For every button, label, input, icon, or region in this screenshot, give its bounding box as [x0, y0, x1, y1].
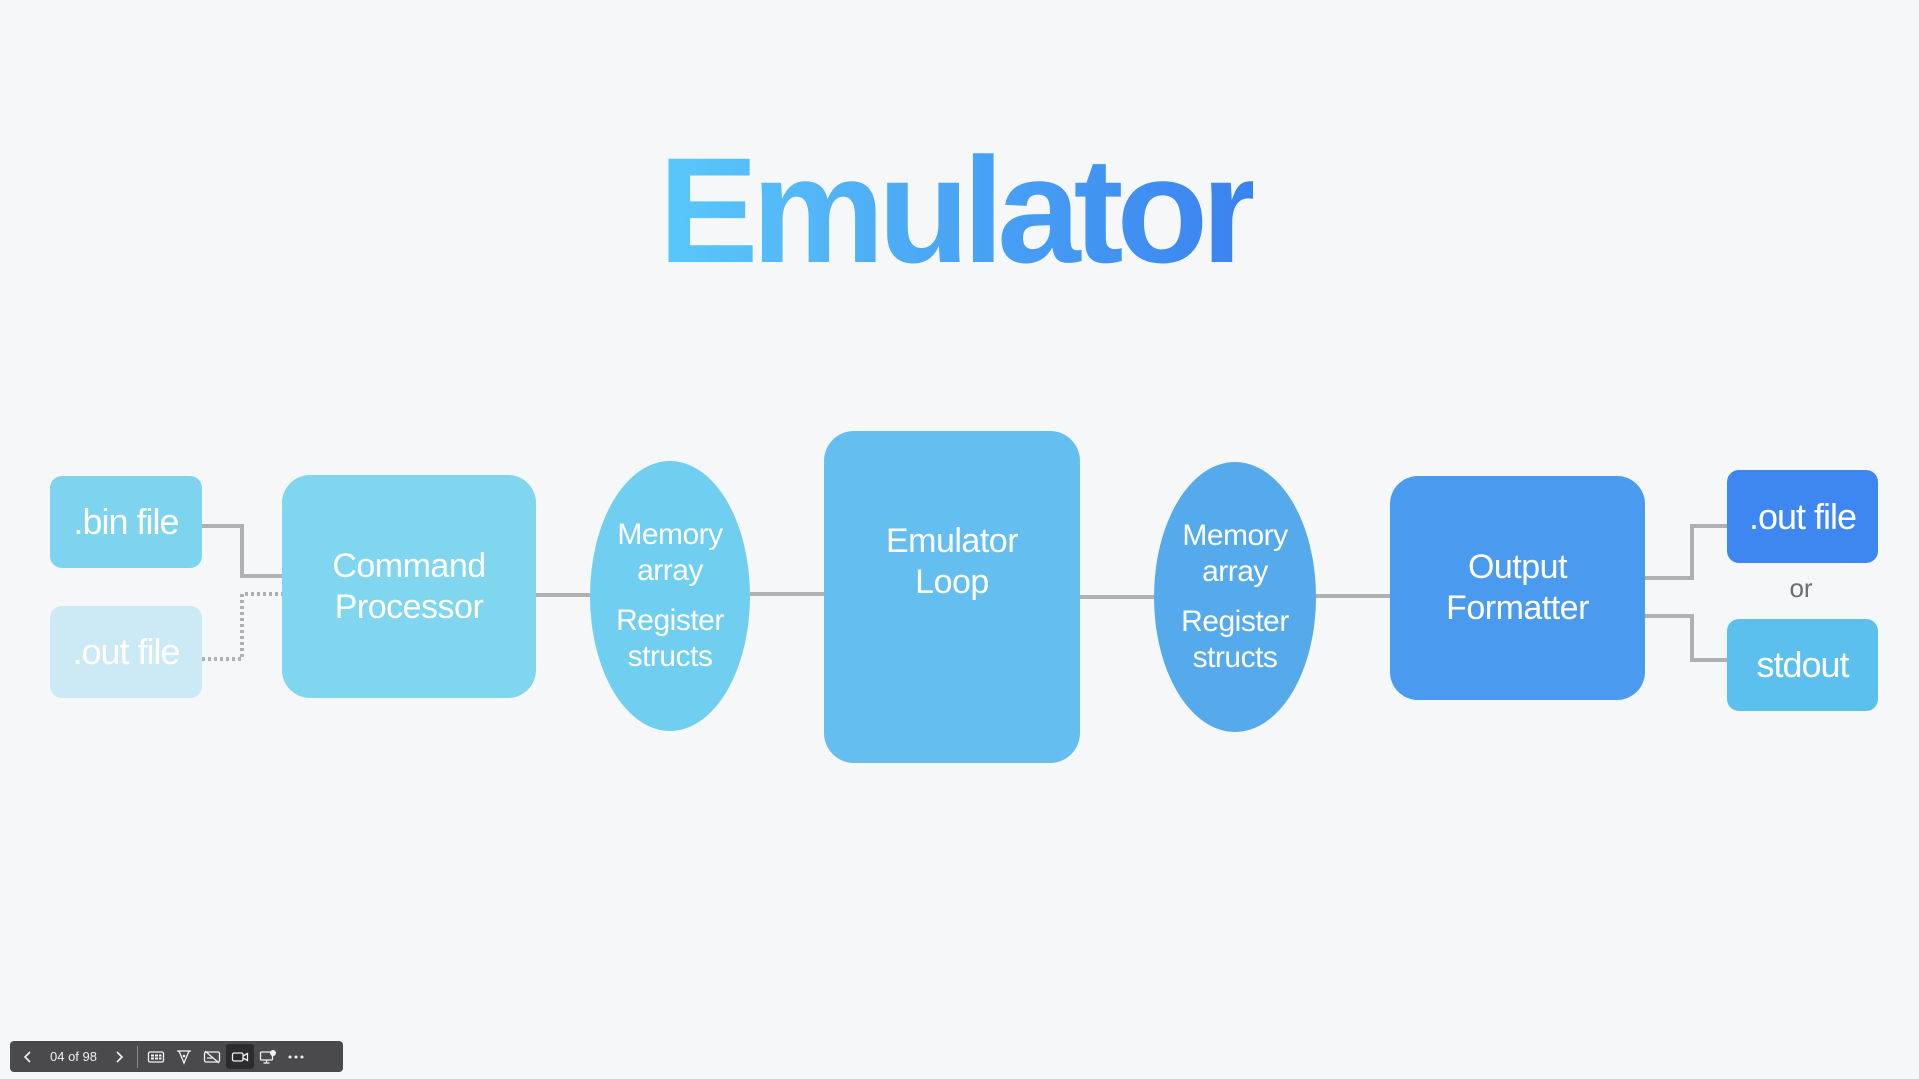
- pen-tool-icon: [177, 1049, 191, 1065]
- output-formatter-line-2: Formatter: [1446, 589, 1589, 627]
- screen-share-button[interactable]: [254, 1044, 282, 1069]
- hide-subtitles-icon: [203, 1050, 221, 1063]
- more-icon: [288, 1055, 304, 1058]
- more-options-button[interactable]: [282, 1044, 310, 1069]
- presenter-toolbar: 04 of 98: [10, 1041, 343, 1072]
- next-slide-button[interactable]: [105, 1044, 133, 1069]
- screen-share-icon: [259, 1049, 276, 1064]
- connector-formatter-to-stdout: [1645, 614, 1727, 662]
- emulator-loop-line-1: Emulator: [885, 522, 1019, 560]
- register-right-line-1: Register: [1181, 605, 1289, 638]
- out-file-output-label: .out file: [1748, 495, 1857, 537]
- toolbar-separator: [137, 1045, 138, 1068]
- hide-subtitles-button[interactable]: [198, 1044, 226, 1069]
- previous-slide-button[interactable]: [14, 1044, 42, 1069]
- emulator-loop-line-2: Loop: [915, 563, 989, 601]
- memory-right-line-2: array: [1202, 555, 1268, 588]
- command-processor-line-2: Processor: [334, 587, 484, 626]
- out-file-input-label: .out file: [72, 631, 180, 672]
- connector-bin-to-command: [202, 524, 282, 578]
- command-processor-line-1: Command: [332, 546, 486, 585]
- emulator-loop-box: Emulator Loop: [824, 431, 1080, 763]
- memory-register-ellipse-left: Memory array Register structs: [590, 461, 750, 731]
- output-formatter-line-1: Output: [1467, 548, 1568, 586]
- chevron-left-icon: [23, 1050, 31, 1063]
- register-right-line-2: structs: [1192, 641, 1278, 674]
- or-label: or: [1789, 573, 1813, 603]
- chevron-right-icon: [116, 1050, 124, 1063]
- connector-formatter-to-outfile: [1645, 524, 1727, 580]
- register-left-line-1: Register: [616, 604, 724, 637]
- output-formatter-box: Output Formatter: [1390, 476, 1645, 700]
- out-file-output-box: .out file: [1727, 470, 1878, 563]
- connector-outfile-to-command: [202, 592, 282, 661]
- bin-file-box: .bin file: [50, 476, 202, 568]
- memory-right-line-1: Memory: [1182, 519, 1288, 552]
- pen-tool-button[interactable]: [170, 1044, 198, 1069]
- slide-grid-button[interactable]: [142, 1044, 170, 1069]
- stdout-label: stdout: [1756, 644, 1849, 685]
- slide-title-wrap: Emulator: [0, 115, 1919, 305]
- memory-register-ellipse-right: Memory array Register structs: [1154, 462, 1316, 732]
- slide-grid-icon: [147, 1050, 165, 1063]
- stdout-box: stdout: [1727, 619, 1878, 711]
- register-left-line-2: structs: [627, 640, 713, 673]
- command-processor-box: Command Processor: [282, 475, 536, 698]
- bin-file-label: .bin file: [73, 501, 179, 542]
- memory-left-line-1: Memory: [617, 518, 723, 551]
- out-file-input-box: .out file: [50, 606, 202, 698]
- camera-icon: [231, 1051, 249, 1062]
- camera-button[interactable]: [226, 1044, 254, 1069]
- memory-left-line-2: array: [637, 554, 703, 587]
- slide-counter: 04 of 98: [50, 1049, 97, 1064]
- slide-title: Emulator: [658, 115, 1259, 305]
